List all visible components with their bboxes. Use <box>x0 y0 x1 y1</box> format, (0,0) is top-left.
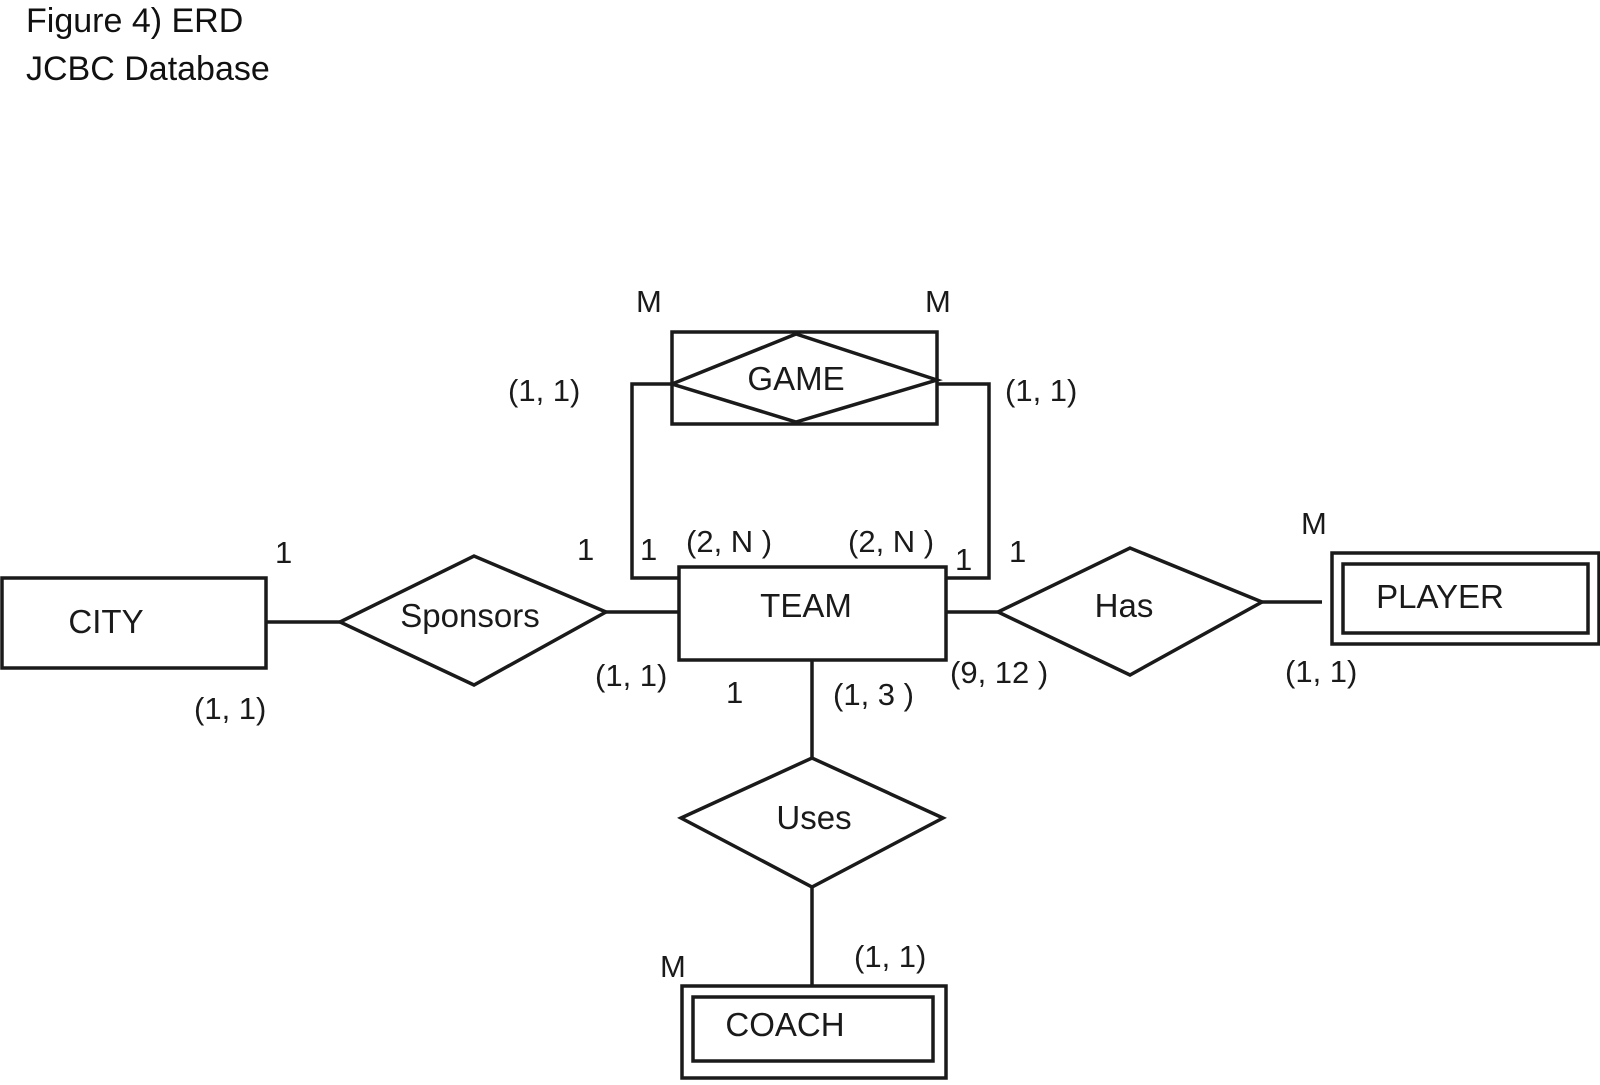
cardinality-label: 1 <box>1009 534 1026 569</box>
cardinality-label: (1, 1) <box>508 373 580 408</box>
cardinality-label: (1, 1) <box>1285 654 1357 689</box>
has-label: Has <box>1095 587 1154 624</box>
game-label: GAME <box>747 360 844 397</box>
cardinality-label: (2, N ) <box>848 524 934 559</box>
player-entity-inner <box>1341 562 1590 635</box>
has-relationship <box>993 546 1267 677</box>
cardinality-label: (1, 3 ) <box>833 677 914 712</box>
cardinality-label: (1, 1) <box>854 939 926 974</box>
cardinality-label: (1, 1) <box>595 658 667 693</box>
game-associative-entity <box>670 330 939 426</box>
player-entity-outer <box>1330 551 1600 646</box>
cardinality-label: (2, N ) <box>686 524 772 559</box>
city-label: CITY <box>68 603 143 640</box>
cardinality-label: M <box>660 949 686 984</box>
cardinality-label: 1 <box>577 532 594 567</box>
cardinality-label: (1, 1) <box>1005 373 1077 408</box>
sponsors-label: Sponsors <box>400 597 539 634</box>
cardinality-label: M <box>636 284 662 319</box>
cardinality-label: 1 <box>275 535 292 570</box>
cardinality-label: (9, 12 ) <box>950 655 1048 690</box>
team-game-right-connector <box>937 382 991 580</box>
cardinality-label: 1 <box>640 532 657 567</box>
team-entity <box>677 565 948 662</box>
coach-entity-outer <box>680 984 948 1080</box>
game-relationship-diamond <box>666 332 943 424</box>
cardinality-label: M <box>1301 506 1327 541</box>
cardinality-label: 1 <box>955 542 972 577</box>
uses-label: Uses <box>776 799 851 836</box>
cardinality-label: 1 <box>726 675 743 710</box>
sponsors-relationship <box>335 554 610 687</box>
figure-caption: Figure 4) ERD <box>26 2 244 40</box>
cardinality-label: (1, 1) <box>194 691 266 726</box>
cardinality-label: M <box>925 284 951 319</box>
city-entity <box>0 576 268 670</box>
coach-entity-inner <box>691 995 935 1063</box>
coach-label: COACH <box>725 1006 844 1043</box>
uses-relationship <box>677 756 947 889</box>
figure-subtitle: JCBC Database <box>26 50 270 88</box>
team-game-left-connector <box>630 382 679 580</box>
team-label: TEAM <box>760 587 852 624</box>
player-label: PLAYER <box>1376 578 1504 615</box>
